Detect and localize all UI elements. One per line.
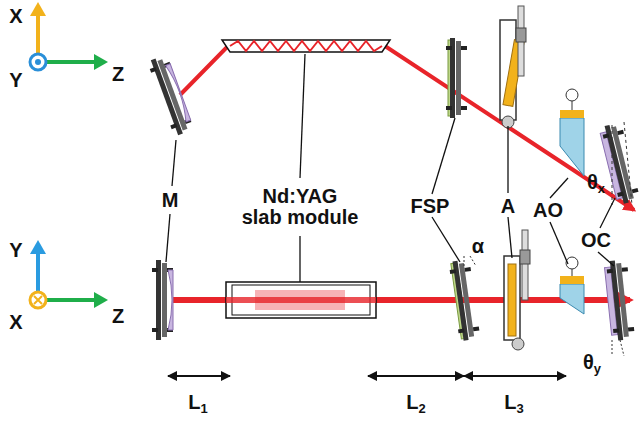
- part-label: AO: [533, 200, 563, 221]
- angle-label: θy: [583, 352, 601, 376]
- dimension-label: L1: [188, 392, 207, 416]
- angle-label: α: [472, 236, 484, 257]
- part-label: M: [162, 190, 179, 211]
- part-label: Nd:YAG slab module: [240, 186, 360, 228]
- dimension-label: L3: [504, 392, 523, 416]
- axis-label: X: [9, 6, 22, 27]
- part-label: A: [501, 196, 515, 217]
- part-label: FSP: [411, 196, 450, 217]
- dimension-label: L2: [406, 392, 425, 416]
- axis-label: Y: [9, 240, 22, 261]
- angle-label: θx: [587, 172, 605, 196]
- axis-label: X: [9, 312, 22, 333]
- axis-label: Z: [112, 306, 124, 327]
- part-label: OC: [581, 230, 611, 251]
- axis-label: Y: [9, 70, 22, 91]
- axis-label: Z: [112, 64, 124, 85]
